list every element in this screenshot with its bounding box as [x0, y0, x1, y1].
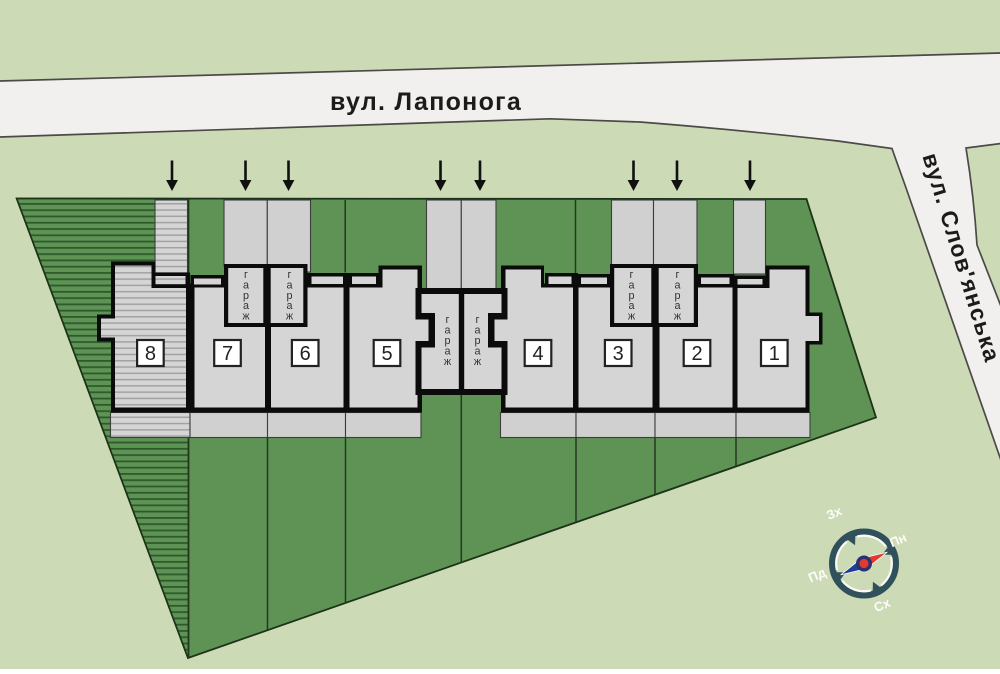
svg-text:Сх: Сх	[871, 595, 893, 616]
svg-text:р: р	[286, 290, 292, 302]
svg-text:ж: ж	[628, 311, 636, 323]
svg-text:Пд: Пд	[806, 564, 829, 585]
svg-text:г: г	[476, 314, 480, 326]
svg-text:а: а	[628, 279, 634, 291]
svg-text:а: а	[674, 279, 680, 291]
svg-text:а: а	[243, 279, 249, 291]
svg-text:р: р	[674, 290, 680, 302]
svg-text:а: а	[243, 300, 249, 312]
svg-text:Пн: Пн	[887, 530, 909, 551]
svg-text:а: а	[674, 300, 680, 312]
svg-text:а: а	[444, 325, 450, 337]
svg-text:8: 8	[145, 343, 156, 365]
svg-text:а: а	[474, 345, 480, 357]
svg-text:а: а	[286, 300, 292, 312]
svg-text:р: р	[243, 290, 249, 302]
svg-text:р: р	[628, 290, 634, 302]
svg-text:г: г	[288, 269, 292, 281]
svg-text:6: 6	[300, 343, 311, 365]
svg-text:7: 7	[222, 343, 233, 365]
svg-text:а: а	[474, 325, 480, 337]
svg-text:а: а	[286, 279, 292, 291]
svg-text:г: г	[676, 269, 680, 281]
svg-text:ж: ж	[674, 311, 682, 323]
svg-text:р: р	[444, 335, 450, 347]
svg-text:Зх: Зх	[824, 503, 845, 523]
svg-text:г: г	[630, 269, 634, 281]
svg-text:3: 3	[613, 343, 624, 365]
svg-text:ж: ж	[286, 311, 294, 323]
svg-text:г: г	[446, 314, 450, 326]
svg-text:4: 4	[532, 343, 543, 365]
svg-text:а: а	[628, 300, 634, 312]
svg-text:г: г	[244, 269, 248, 281]
svg-text:р: р	[474, 335, 480, 347]
svg-text:ж: ж	[242, 311, 250, 323]
svg-text:а: а	[444, 345, 450, 357]
svg-text:1: 1	[769, 343, 780, 365]
svg-text:ж: ж	[474, 356, 482, 368]
svg-text:ж: ж	[444, 356, 452, 368]
svg-text:5: 5	[381, 343, 392, 365]
svg-text:вул. Лапонога: вул. Лапонога	[330, 88, 522, 116]
svg-text:2: 2	[691, 343, 702, 365]
